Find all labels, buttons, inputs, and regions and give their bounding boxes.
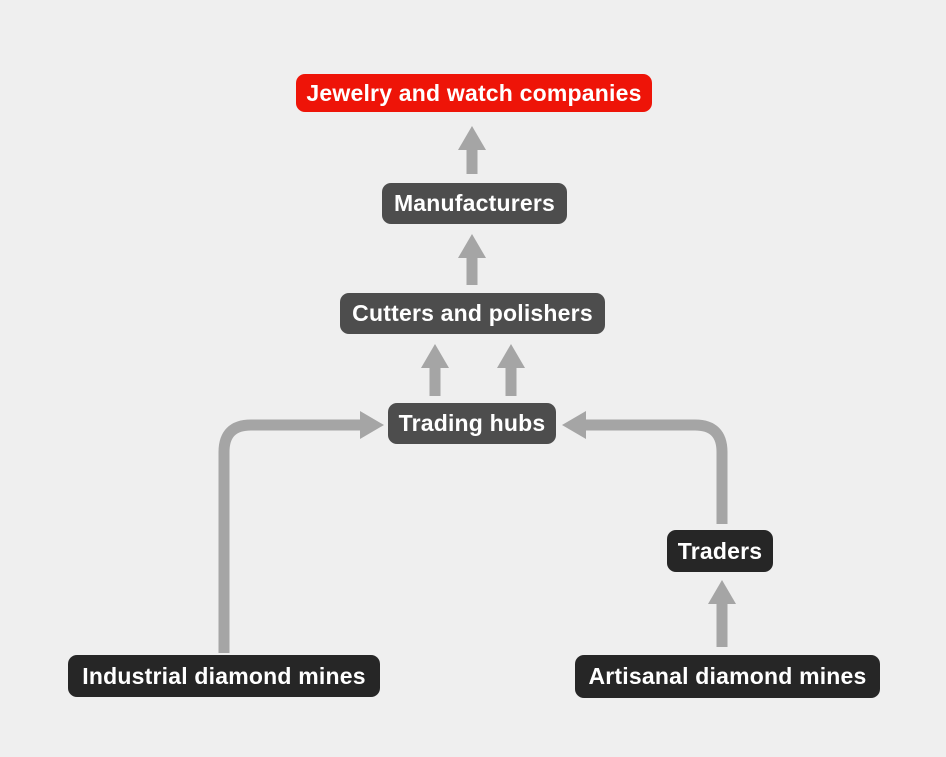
node-jewelry-and-watch-companies: Jewelry and watch companies (296, 74, 652, 112)
arrow-artisanal-mines-to-traders (708, 580, 736, 647)
node-artisanal-diamond-mines: Artisanal diamond mines (575, 655, 880, 698)
arrow-industrial-mines-to-trading-hubs (218, 411, 384, 653)
node-traders: Traders (667, 530, 773, 572)
arrow-manufacturers-to-jewelry (458, 126, 486, 174)
node-manufacturers: Manufacturers (382, 183, 567, 224)
node-industrial-diamond-mines: Industrial diamond mines (68, 655, 380, 697)
arrow-trading-hubs-to-cutters-right (497, 344, 525, 396)
node-trading-hubs: Trading hubs (388, 403, 556, 444)
arrow-trading-hubs-to-cutters-left (421, 344, 449, 396)
arrow-traders-to-trading-hubs (562, 411, 728, 524)
node-cutters-and-polishers: Cutters and polishers (340, 293, 605, 334)
arrow-cutters-to-manufacturers (458, 234, 486, 285)
